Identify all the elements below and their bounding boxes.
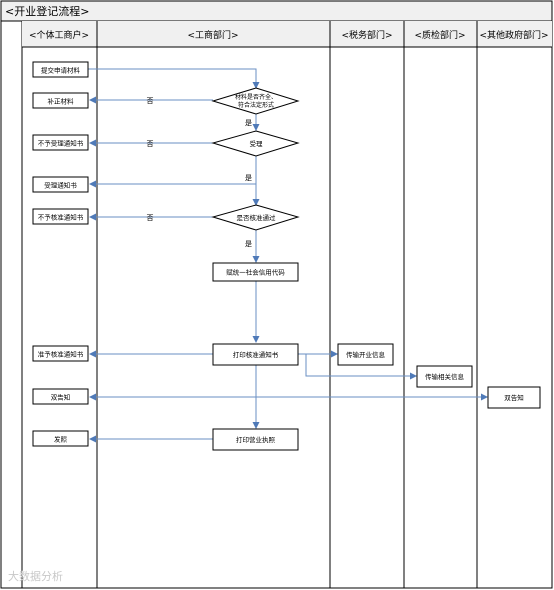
svg-text:双告知: 双告知 — [504, 393, 524, 402]
svg-text:符合法定形式: 符合法定形式 — [238, 101, 274, 109]
svg-text:打印营业执照: 打印营业执照 — [236, 435, 276, 444]
edge-label-yes: 是 — [245, 240, 252, 248]
svg-text:是否核准通过: 是否核准通过 — [237, 213, 277, 222]
node-qc-info: 传输相关信息 — [416, 365, 473, 388]
edge-label-no: 否 — [147, 140, 154, 148]
svg-text:双告知: 双告知 — [51, 393, 71, 402]
node-issue: 发照 — [32, 430, 89, 447]
node-not-accept-notice: 不予受理通知书 — [32, 134, 89, 151]
edge-label-no: 否 — [147, 97, 154, 105]
node-check-approve: 是否核准通过 — [211, 204, 300, 231]
lane-header-qita: <其他政府部门> — [479, 29, 548, 41]
lane-header-shuiwu: <税务部门> — [341, 29, 392, 41]
svg-text:提交申请材料: 提交申请材料 — [41, 66, 81, 75]
node-check-material: 材料是否齐全、 符合法定形式 — [211, 87, 300, 115]
edge-label-yes: 是 — [245, 119, 252, 127]
edge-label-yes: 是 — [245, 174, 252, 182]
node-print-approve: 打印核准通知书 — [212, 343, 299, 366]
node-supplement: 补正材料 — [32, 92, 89, 109]
svg-text:准予核准通知书: 准予核准通知书 — [38, 350, 84, 359]
node-dual-notice: 双告知 — [32, 388, 89, 405]
connectors — [88, 68, 488, 443]
header-row — [22, 21, 552, 47]
node-other-notice: 双告知 — [487, 386, 541, 409]
edge-label-no: 否 — [147, 214, 154, 222]
node-submit: 提交申请材料 — [32, 61, 89, 78]
svg-text:补正材料: 补正材料 — [48, 97, 75, 106]
lane-header-zhijian: <质检部门> — [414, 29, 465, 41]
lane-header-gongshang: <工商部门> — [187, 29, 238, 41]
node-accept-notice: 受理通知书 — [32, 176, 89, 193]
svg-text:受理通知书: 受理通知书 — [44, 181, 77, 190]
node-not-approve-notice: 不予核准通知书 — [32, 208, 89, 225]
svg-text:不予核准通知书: 不予核准通知书 — [38, 213, 84, 222]
node-print-license: 打印营业执照 — [212, 428, 299, 451]
node-approve-notice: 准予核准通知书 — [32, 345, 89, 362]
diagram-title: <开业登记流程> — [5, 4, 89, 18]
svg-text:不予受理通知书: 不予受理通知书 — [38, 139, 84, 148]
node-tax-info: 传输开业信息 — [337, 343, 394, 366]
svg-text:材料是否齐全、: 材料是否齐全、 — [235, 93, 277, 101]
svg-text:传输开业信息: 传输开业信息 — [346, 350, 386, 359]
svg-text:传输相关信息: 传输相关信息 — [425, 372, 465, 381]
node-accept: 受理 — [211, 130, 300, 157]
svg-text:受理: 受理 — [250, 139, 264, 148]
node-gen-code: 赋统一社会信用代码 — [212, 262, 299, 282]
svg-text:发照: 发照 — [54, 435, 68, 444]
connector-print-qc — [305, 354, 417, 380]
lane-header-getihu: <个体工商户> — [29, 29, 89, 41]
svg-text:赋统一社会信用代码: 赋统一社会信用代码 — [226, 268, 285, 277]
connector-submit-to-check — [88, 68, 260, 89]
watermark: 大数据分析 — [8, 570, 63, 583]
svg-text:打印核准通知书: 打印核准通知书 — [233, 350, 279, 359]
